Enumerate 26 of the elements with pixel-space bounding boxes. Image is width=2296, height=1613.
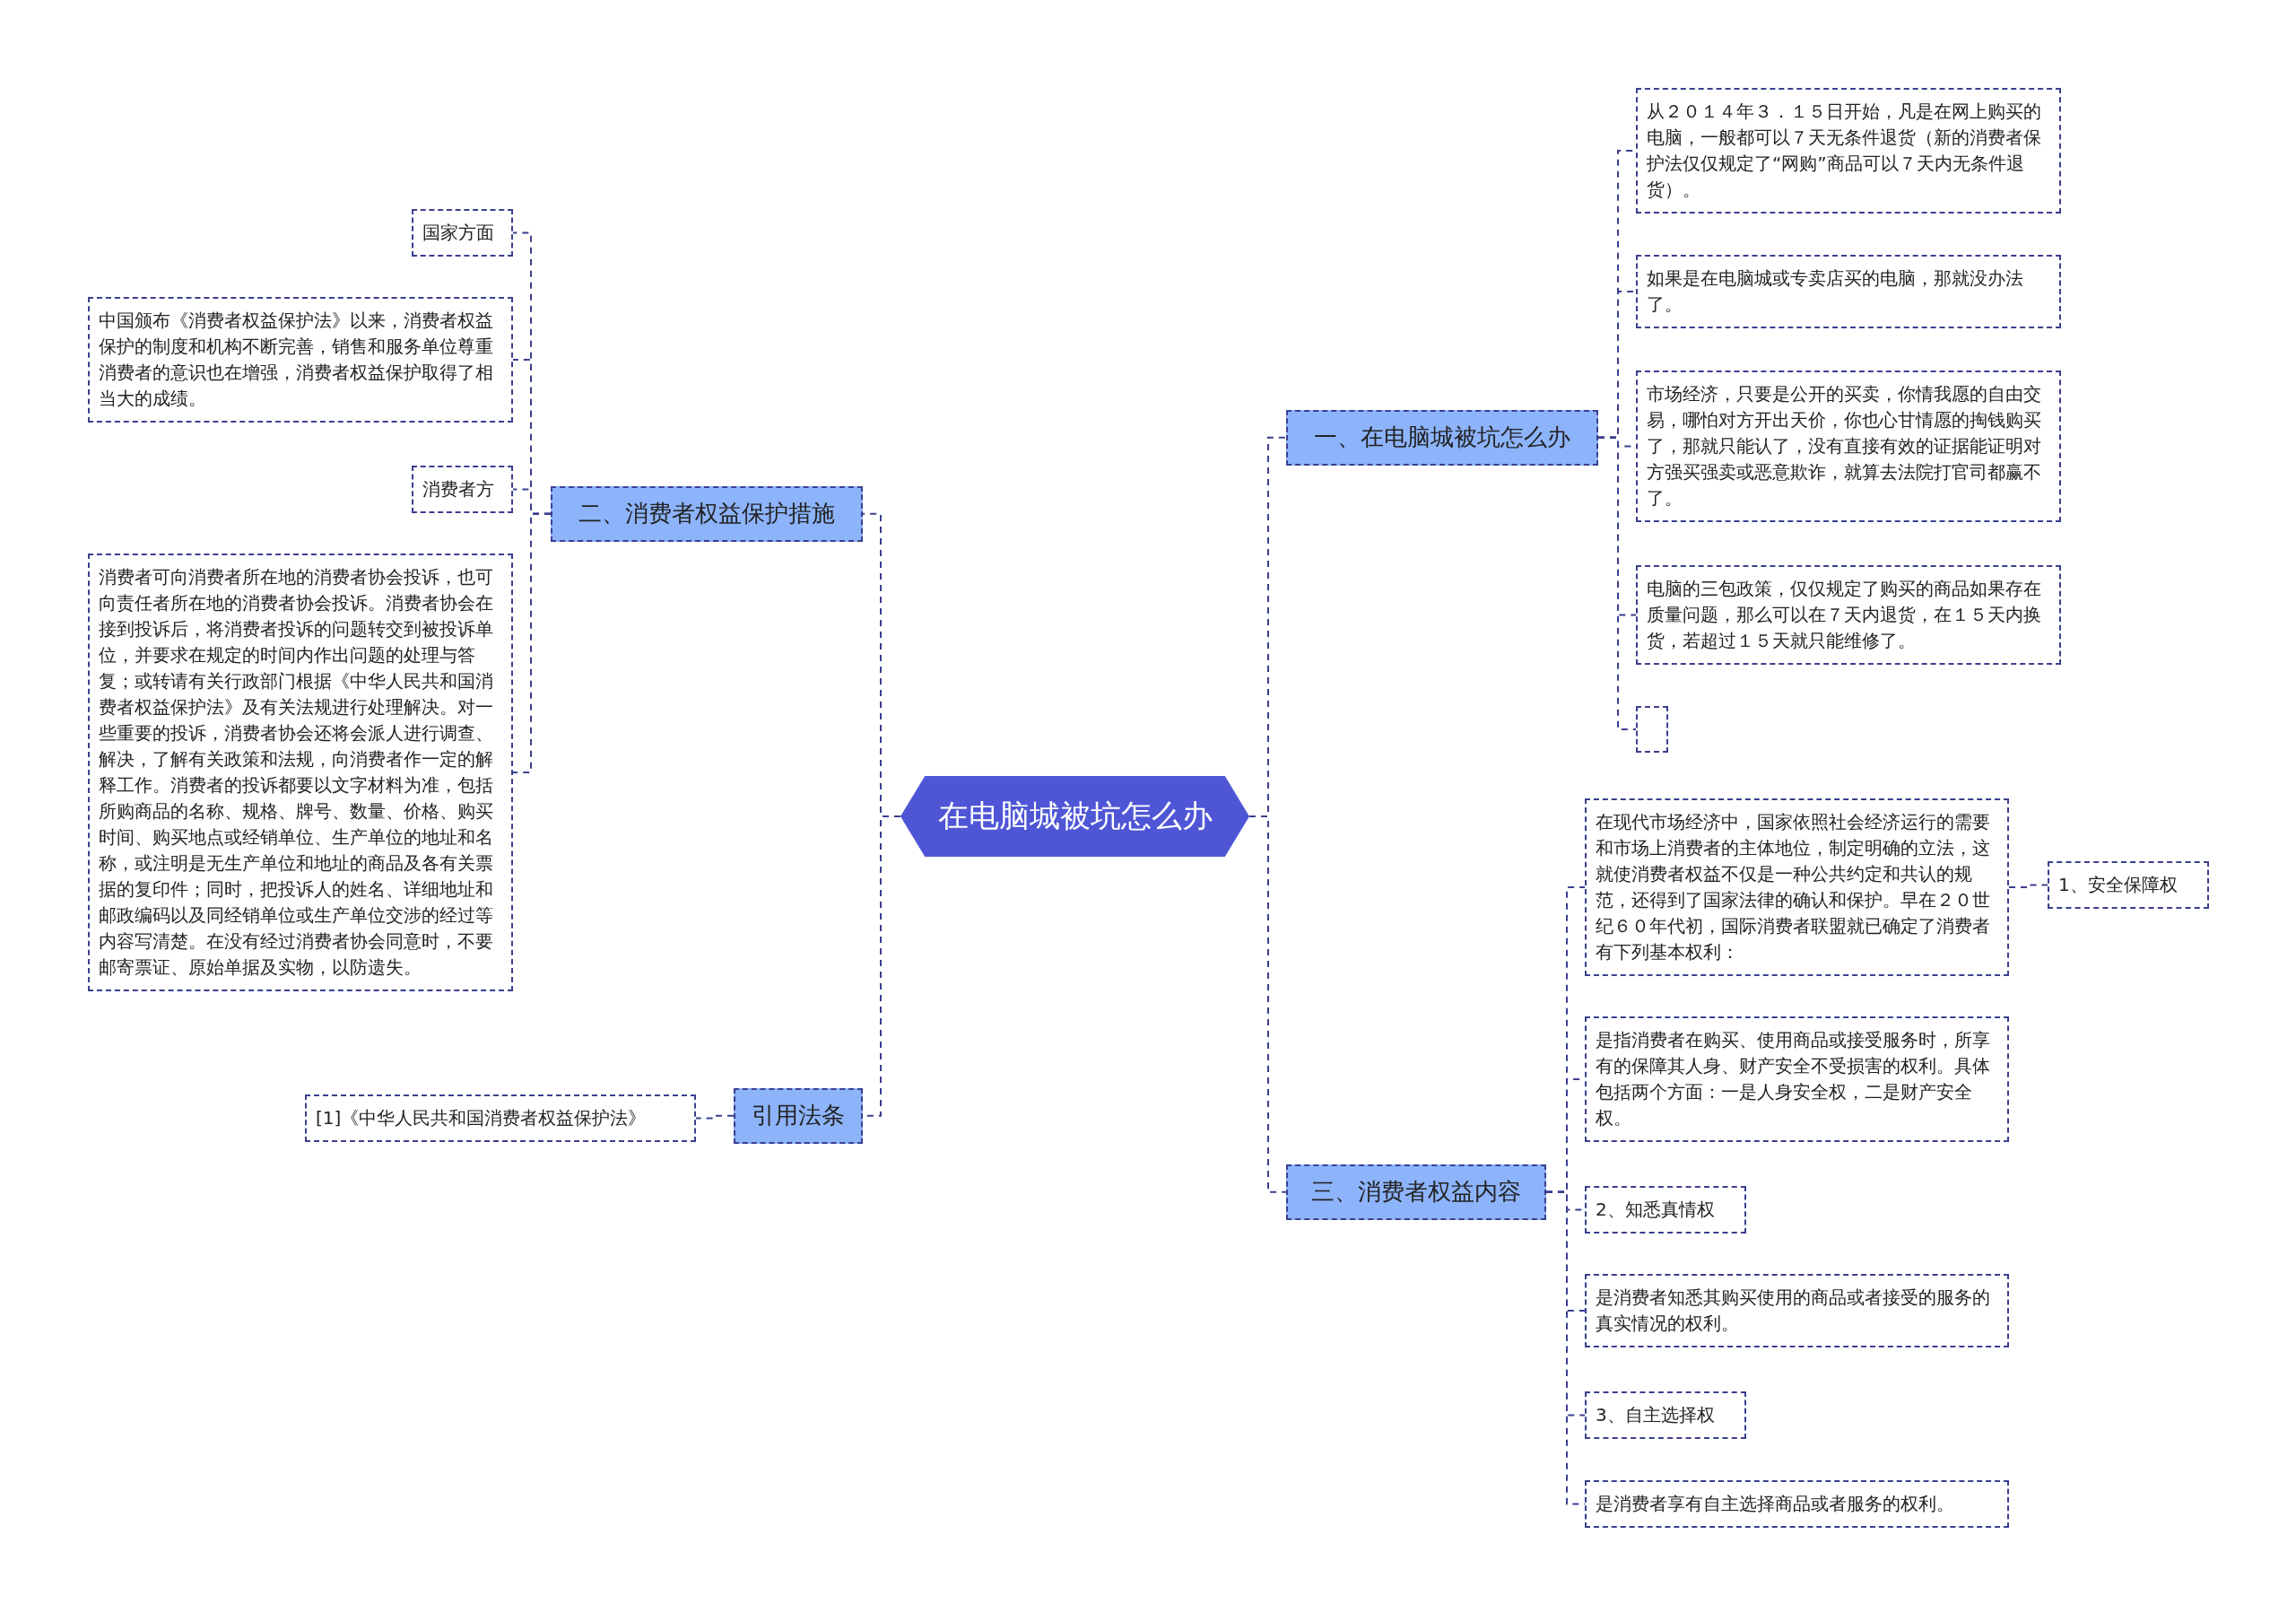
- topic-box: 一、在电脑城被坑怎么办: [1286, 410, 1598, 466]
- note-box: 是消费者享有自主选择商品或者服务的权利。: [1585, 1480, 2009, 1528]
- note-box: 市场经济，只要是公开的买卖，你情我愿的自由交易，哪怕对方开出天价，你也心甘情愿的掏钱购买了，那就只能认了，没有直接有效的证据能证明对方强买强卖或恶意欺诈，就算去法院打官司都赢不了。: [1636, 371, 2061, 522]
- note-box: 是消费者知悉其购买使用的商品或者接受的服务的真实情况的权利。: [1585, 1274, 2009, 1347]
- note-box: 从２０１４年３．１５日开始，凡是在网上购买的电脑，一般都可以７天无条件退货（新的消费者保护法仅仅规定了“网购”商品可以７天内无条件退货）。: [1636, 88, 2061, 214]
- topic-box: 三、消费者权益内容: [1286, 1164, 1546, 1220]
- connector-line: [512, 512, 552, 773]
- empty-box: [1636, 706, 1668, 753]
- note-box: 1、安全保障权: [2048, 861, 2209, 909]
- connector-line: [695, 1114, 735, 1120]
- connector-line: [2008, 884, 2048, 888]
- topic-box: 二、消费者权益保护措施: [551, 486, 863, 542]
- note-box: 在现代市场经济中，国家依照社会经济运行的需要和市场上消费者的主体地位，制定明确的立法，这就使消费者权益不仅是一种公共约定和共认的规范，还得到了国家法律的确认和保护。早在２０世纪６０年代初，国际消费者联盟就已确定了消费者有下列基本权利：: [1585, 798, 2009, 976]
- note-box: [1]《中华人民共和国消费者权益保护法》: [305, 1094, 696, 1142]
- note-box: 如果是在电脑城或专卖店买的电脑，那就没办法了。: [1636, 255, 2061, 328]
- note-box: 消费者方: [412, 466, 513, 513]
- connector-line: [1597, 436, 1637, 730]
- note-box: 国家方面: [412, 209, 513, 257]
- note-box: 2、知悉真情权: [1585, 1186, 1746, 1234]
- note-box: 消费者可向消费者所在地的消费者协会投诉，也可向责任者所在地的消费者协会投诉。消费者协会在接到投诉后，将消费者投诉的问题转交到被投诉单位，并要求在规定的时间内作出问题的处理与答复；或转请有关行政部门根据《中华人民共和国消费者权益保护法》及有关法规进行处理解决。对一些重要的投诉，消费者协会还将会派人进行调查、解决，了解有关政策和法规，向消费者作一定的解释工作。消费者的投诉都要以文字材料为准，包括所购商品的名称、规格、牌号、数量、价格、购买时间、购买地点或经销单位、生产单位的地址和名称，或注明是无生产单位和地址的商品及各有关票据的复印件；同时，把投诉人的姓名、详细地址和邮政编码以及同经销单位或生产单位交涉的经过等内容写清楚。在没有经过消费者协会同意时，不要邮寄票证、原始单据及实物，以防遗失。: [88, 554, 513, 991]
- note-box: 中国颁布《消费者权益保护法》以来，消费者权益保护的制度和机构不断完善，销售和服务单位尊重消费者的意识也在增强，消费者权益保护取得了相当大的成绩。: [88, 297, 513, 423]
- central-topic: 在电脑城被坑怎么办: [900, 776, 1249, 857]
- note-box: 是指消费者在购买、使用商品或接受服务时，所享有的保障其人身、财产安全不受损害的权利。具体包括两个方面：一是人身安全权，二是财产安全权。: [1585, 1016, 2009, 1142]
- note-box: 电脑的三包政策，仅仅规定了购买的商品如果存在质量问题，那么可以在７天内退货，在１５天内换货，若超过１５天就只能维修了。: [1636, 565, 2061, 665]
- note-box: 3、自主选择权: [1585, 1391, 1746, 1439]
- topic-box: 引用法条: [734, 1088, 863, 1144]
